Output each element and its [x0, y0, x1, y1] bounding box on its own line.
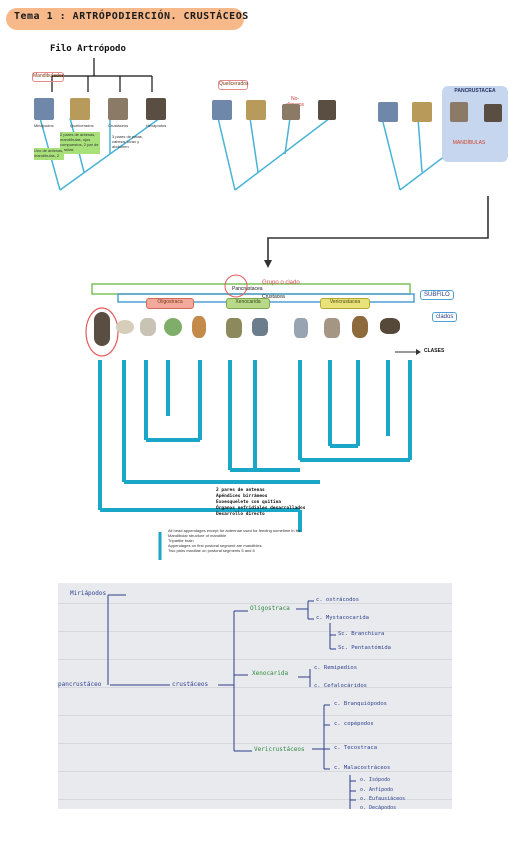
myriapod-photo [34, 98, 54, 120]
base-trait-1: 2 pares de antenas [216, 488, 265, 493]
subfilo-label: SUBFILO [420, 290, 454, 300]
base-trait-2: Apéndices birrámeos [216, 494, 268, 499]
mala-item-3: o. Eufausiáceos [360, 796, 406, 802]
xeno-item-2: c. Cefalocáridos [314, 683, 367, 689]
p2-photo-4 [318, 100, 336, 120]
base-traits: 2 pares de antenas Apéndices birrámeos E… [216, 488, 326, 518]
pancrustacea-label: Pancrustacea [232, 286, 263, 292]
specimen-6 [226, 318, 242, 338]
panel2-tag: Quelicerados [218, 80, 248, 90]
mysta-sub-1: Sc. Branchiura [338, 631, 385, 637]
panel3-sub: MANDÍBULAS [452, 140, 486, 146]
xeno-item-1: c. Remipedios [314, 665, 358, 671]
specimen-5 [192, 316, 206, 338]
notes-tree-lines [107, 594, 356, 809]
oligo-item-1: c. ostrácodos [316, 597, 360, 603]
hexapod-photo [146, 98, 166, 120]
specimen-4 [164, 318, 182, 336]
clados-label: clados [432, 312, 458, 322]
specimen-1 [94, 312, 110, 346]
bottom-notes: All head appendages except for antennae … [168, 528, 338, 553]
base-trait-5: Desarrollo directo [216, 512, 265, 517]
specimen-3 [140, 318, 156, 336]
p3-photo-3 [450, 102, 468, 122]
clade-xenocarida: Xenocarida [226, 298, 270, 309]
specimen-10 [352, 316, 368, 338]
oligo-item-2: c. Mystacocarida [316, 615, 369, 621]
crustacean-photo [108, 98, 128, 120]
top-cladograms [39, 58, 496, 268]
group-label-4: Hexápodos [146, 123, 167, 128]
note-xenocarida: Xenocarida [252, 670, 289, 677]
note-1: All head appendages except for antennae … [168, 528, 301, 533]
note-3: Tripartite brain [168, 538, 194, 543]
p3-photo-2 [412, 102, 432, 122]
note-4: Appendages on first postoral segment are… [168, 543, 262, 548]
panel3-tag: PANCRUSTACEA [454, 88, 496, 94]
note-oligostraca: Oligostraca [250, 605, 290, 612]
grupo-label: Grupo o clado [262, 280, 300, 286]
specimen-2 [116, 320, 134, 334]
p2-photo-3 [282, 104, 300, 120]
panel1-tag: Mandibulados [32, 72, 64, 82]
chelicerate-photo [70, 98, 90, 120]
mala-item-2: o. Anfípodo [360, 787, 394, 793]
p3-photo-1 [378, 102, 398, 122]
note-crustaceos: crustáceos [172, 681, 209, 688]
p2-photo-2 [246, 100, 266, 120]
p2-photo-1 [212, 100, 232, 120]
mala-item-4: o. Decápodos [360, 805, 397, 811]
specimen-8 [294, 318, 308, 338]
handwritten-notes-photo [58, 583, 452, 809]
veri-item-3: c. Tecostraca [334, 745, 378, 751]
pancrustacea-highlight [442, 86, 508, 162]
note-5: Two pairs maxillae on postoral segments … [168, 548, 255, 553]
panel1-trait-3: 3 pares de patas, cabeza, tórax y abdome… [112, 134, 143, 148]
base-trait-4: Órganos nefridiales desarrollados [216, 506, 306, 511]
mala-item-1: o. Isópodo [360, 777, 391, 783]
mysta-sub-2: Sc. Pentastómida [338, 645, 391, 651]
note-root: pancrustáceo [58, 681, 102, 688]
pancrustacea-tree [85, 274, 421, 560]
group-label-3: Crustáceos [108, 123, 129, 128]
veri-item-2: c. copépodos [334, 721, 374, 727]
note-2: Mandibular structure of mandible [168, 533, 227, 538]
note-miriapodos: Miriápodos [70, 590, 107, 597]
panel1-trait-1: 2 pares de antenas, mandíbulas, ojos com… [60, 132, 100, 154]
p3-photo-4 [484, 104, 502, 122]
filo-label: Filo Artrópodo [50, 44, 126, 54]
group-label-2: Quelicerados [70, 123, 94, 128]
clases-label: CLASES [424, 348, 445, 354]
panel2-sub: No-dímeros [286, 96, 305, 108]
base-trait-3: Exoesqueleto con quitina [216, 500, 282, 505]
specimen-11 [380, 318, 400, 334]
note-vericrustaceos: Vericrustáceos [254, 746, 305, 753]
crustacea-label: Crustacea [262, 294, 285, 300]
group-label-1: Miriápodos [34, 123, 54, 128]
specimen-7 [252, 318, 268, 336]
panel1-trait-2: Uno de antenas, mandíbulas, 2 pares de m… [34, 148, 64, 160]
veri-item-1: c. Branquiópodos [334, 701, 387, 707]
clade-oligostraca: Oligostraca [146, 298, 194, 309]
veri-item-4: c. Malacostráceos [334, 765, 391, 771]
clade-vericrustacea: Vericrustacea [320, 298, 370, 309]
page-title: Tema 1 : ARTRÓPODIERCIÓN. CRUSTÁCEOS [14, 11, 249, 22]
title-banner [6, 8, 244, 30]
specimen-9 [324, 318, 340, 338]
